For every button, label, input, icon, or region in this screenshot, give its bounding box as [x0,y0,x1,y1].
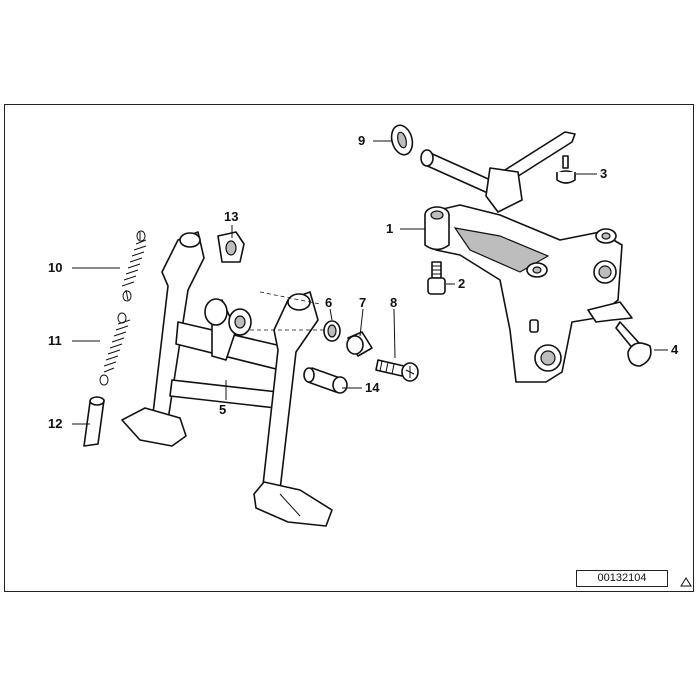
diagram-frame [4,104,694,592]
callout-2: 2 [458,276,466,291]
bushing-part-7 [346,331,373,357]
spring-part-10 [121,230,147,302]
washer-part-9 [390,124,414,156]
circlip-part-6 [323,320,341,342]
knob-part-4 [615,321,652,367]
clamp-part-13 [217,231,245,263]
bolt-part-8 [375,359,419,382]
callout-3: 3 [600,166,608,181]
leader-lines [72,140,668,425]
callout-4: 4 [671,342,679,357]
callout-12: 12 [48,416,63,431]
sleeve-part-12 [83,396,105,447]
callout-11: 11 [48,333,62,348]
frame-bracket [420,131,633,383]
callout-13: 13 [224,209,239,224]
callout-7: 7 [359,295,367,310]
callout-8: 8 [390,295,398,310]
callout-1: 1 [386,221,394,236]
center-stand-part-5 [121,231,333,527]
drawing-number: 00132104 [576,570,668,587]
cap-screw-part-3 [556,155,576,184]
pin-part-14 [303,367,348,394]
callout-9: 9 [358,133,366,148]
spring-part-11 [99,312,131,386]
triangle-up-icon [680,577,692,587]
callout-6: 6 [325,295,333,310]
callout-14: 14 [365,380,380,395]
callout-10: 10 [48,260,63,275]
callout-5: 5 [219,402,227,417]
bolt-part-2 [427,261,446,295]
